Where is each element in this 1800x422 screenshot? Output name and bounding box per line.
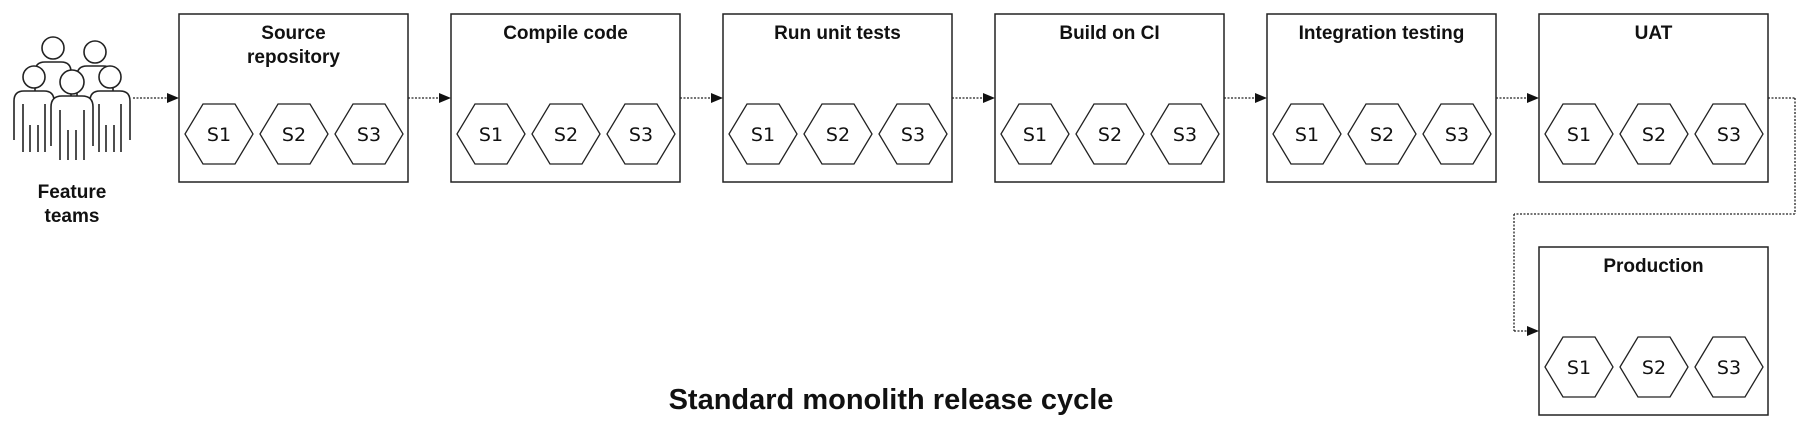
- flow-arrows: [133, 93, 1796, 336]
- hexagon-shape: [606, 103, 676, 165]
- stage-title: Build on CI: [1059, 23, 1159, 44]
- service-hexagon: S3: [1694, 336, 1764, 398]
- service-label: S2: [282, 124, 306, 146]
- people-group-icon: [13, 36, 131, 160]
- hexagon-shape: [1544, 336, 1614, 398]
- service-hexagon: S1: [1544, 336, 1614, 398]
- hexagon-shape: [1272, 103, 1342, 165]
- hexagon-shape: [184, 103, 254, 165]
- service-hexagon: S1: [1272, 103, 1342, 165]
- hexagon-shape: [1694, 103, 1764, 165]
- service-label: S3: [629, 124, 653, 146]
- service-hexagon: S1: [728, 103, 798, 165]
- service-hexagon: S3: [334, 103, 404, 165]
- service-label: S3: [357, 124, 381, 146]
- stage-6: UAT S1 S2 S3: [1538, 13, 1769, 183]
- service-hexagon: S2: [1619, 336, 1689, 398]
- service-label: S2: [554, 124, 578, 146]
- service-hexagon: S3: [878, 103, 948, 165]
- service-hexagon: S2: [1619, 103, 1689, 165]
- service-hexagon: S3: [1694, 103, 1764, 165]
- service-label: S2: [1098, 124, 1122, 146]
- service-label: S1: [1567, 124, 1591, 146]
- stage-title: Integration testing: [1299, 23, 1465, 44]
- service-label: S3: [901, 124, 925, 146]
- feature-teams-label-line: Feature: [38, 182, 107, 203]
- hexagon-shape: [1619, 336, 1689, 398]
- stage-title: Source: [261, 23, 325, 44]
- hexagon-shape: [878, 103, 948, 165]
- service-label: S3: [1717, 357, 1741, 379]
- service-label: S2: [1642, 357, 1666, 379]
- service-label: S2: [1370, 124, 1394, 146]
- service-hexagon: S2: [1075, 103, 1145, 165]
- service-hexagon: S1: [1000, 103, 1070, 165]
- hexagon-shape: [1544, 103, 1614, 165]
- service-label: S1: [479, 124, 503, 146]
- hexagon-shape: [334, 103, 404, 165]
- hexagon-shape: [1422, 103, 1492, 165]
- hexagon-shape: [1694, 336, 1764, 398]
- service-label: S2: [1642, 124, 1666, 146]
- service-label: S3: [1717, 124, 1741, 146]
- service-label: S1: [1023, 124, 1047, 146]
- diagram-caption: Standard monolith release cycle: [669, 384, 1114, 416]
- hexagon-shape: [1150, 103, 1220, 165]
- hexagon-shape: [1000, 103, 1070, 165]
- service-label: S3: [1173, 124, 1197, 146]
- service-hexagon: S2: [531, 103, 601, 165]
- stage-title: Production: [1603, 256, 1703, 277]
- service-hexagon: S1: [1544, 103, 1614, 165]
- service-label: S1: [207, 124, 231, 146]
- feature-teams-label: Feature teams: [38, 182, 107, 227]
- service-hexagon: S3: [1150, 103, 1220, 165]
- hexagon-shape: [1347, 103, 1417, 165]
- feature-teams-label-line: teams: [45, 206, 100, 227]
- service-hexagon: S3: [606, 103, 676, 165]
- hexagon-shape: [531, 103, 601, 165]
- stage-title: Run unit tests: [774, 23, 901, 44]
- service-label: S1: [751, 124, 775, 146]
- hexagon-shape: [456, 103, 526, 165]
- hexagon-shape: [1619, 103, 1689, 165]
- service-hexagon: S2: [803, 103, 873, 165]
- hexagon-shape: [728, 103, 798, 165]
- stage-4: Build on CI S1 S2 S3: [994, 13, 1225, 183]
- service-hexagon: S1: [184, 103, 254, 165]
- service-label: S2: [826, 124, 850, 146]
- stage-title: repository: [247, 47, 340, 68]
- service-label: S1: [1567, 357, 1591, 379]
- service-hexagon: S2: [1347, 103, 1417, 165]
- service-hexagon: S1: [456, 103, 526, 165]
- service-hexagon: S2: [259, 103, 329, 165]
- service-label: S1: [1295, 124, 1319, 146]
- service-label: S3: [1445, 124, 1469, 146]
- service-hexagon: S3: [1422, 103, 1492, 165]
- stage-title: UAT: [1635, 23, 1673, 44]
- hexagon-shape: [803, 103, 873, 165]
- hexagon-shape: [259, 103, 329, 165]
- hexagon-shape: [1075, 103, 1145, 165]
- stage-title: Compile code: [503, 23, 628, 44]
